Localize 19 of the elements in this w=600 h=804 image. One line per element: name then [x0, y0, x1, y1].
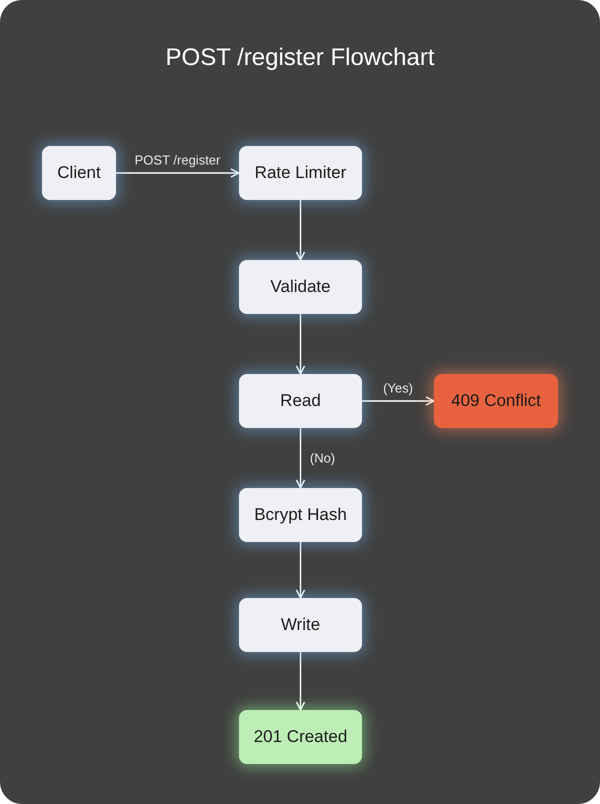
process-box: 409 Conflict — [434, 374, 558, 428]
arrow — [296, 200, 306, 261]
arrow — [296, 652, 306, 711]
process-box: Rate Limiter — [239, 146, 362, 200]
arrow — [116, 168, 240, 178]
arrow — [362, 396, 435, 406]
edge-label: (No) — [310, 450, 336, 466]
process-box: Read — [239, 374, 362, 428]
process-box: Client — [42, 146, 116, 200]
arrow — [296, 314, 306, 375]
process-box: Validate — [239, 260, 362, 314]
edge-label: POST /register — [134, 152, 220, 168]
process-box: Bcrypt Hash — [239, 488, 362, 542]
arrow — [296, 542, 306, 599]
arrow — [296, 428, 306, 489]
process-box: Write — [239, 598, 362, 652]
process-box: 201 Created — [239, 710, 362, 764]
edge-label: (Yes) — [383, 380, 413, 396]
diagram-title: POST /register Flowchart — [164, 44, 436, 72]
